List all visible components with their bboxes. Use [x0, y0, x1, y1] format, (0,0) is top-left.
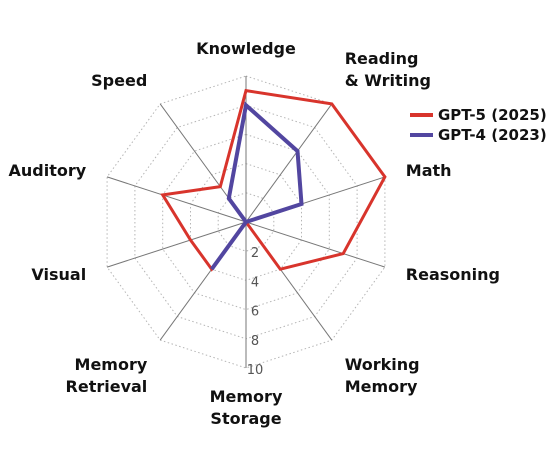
- axis-label-knowledge: Knowledge: [196, 39, 296, 58]
- spoke-reasoning: [245, 221, 386, 268]
- tick-label: 8: [251, 334, 259, 349]
- axis-label-speed: Speed: [91, 71, 147, 90]
- series-gpt-5-2025: [160, 88, 387, 272]
- chart-legend: GPT-5 (2025) GPT-4 (2023): [410, 106, 547, 144]
- tick-label: 6: [251, 305, 259, 320]
- radar-ticks: 2 4 6 8 10: [247, 246, 264, 378]
- legend-label-gpt-5-2025: GPT-5 (2025): [438, 106, 547, 124]
- radar-spokes: [106, 76, 386, 368]
- axis-label-reading-writing: Reading& Writing: [345, 49, 431, 90]
- tick-label: 2: [251, 246, 259, 261]
- spoke-reading-writing: [245, 103, 333, 223]
- spoke-auditory: [106, 176, 247, 223]
- tick-label: 10: [247, 363, 264, 378]
- series-gpt-4-2023: [210, 101, 304, 271]
- spoke-visual: [106, 221, 247, 268]
- axis-label-math: Math: [406, 161, 452, 180]
- radar-series: [160, 88, 387, 272]
- tick-label: 4: [251, 275, 259, 290]
- axis-label-visual: Visual: [31, 265, 86, 284]
- axis-label-auditory: Auditory: [9, 161, 87, 180]
- axis-label-reasoning: Reasoning: [406, 265, 500, 284]
- legend-label-gpt-4-2023: GPT-4 (2023): [438, 126, 547, 144]
